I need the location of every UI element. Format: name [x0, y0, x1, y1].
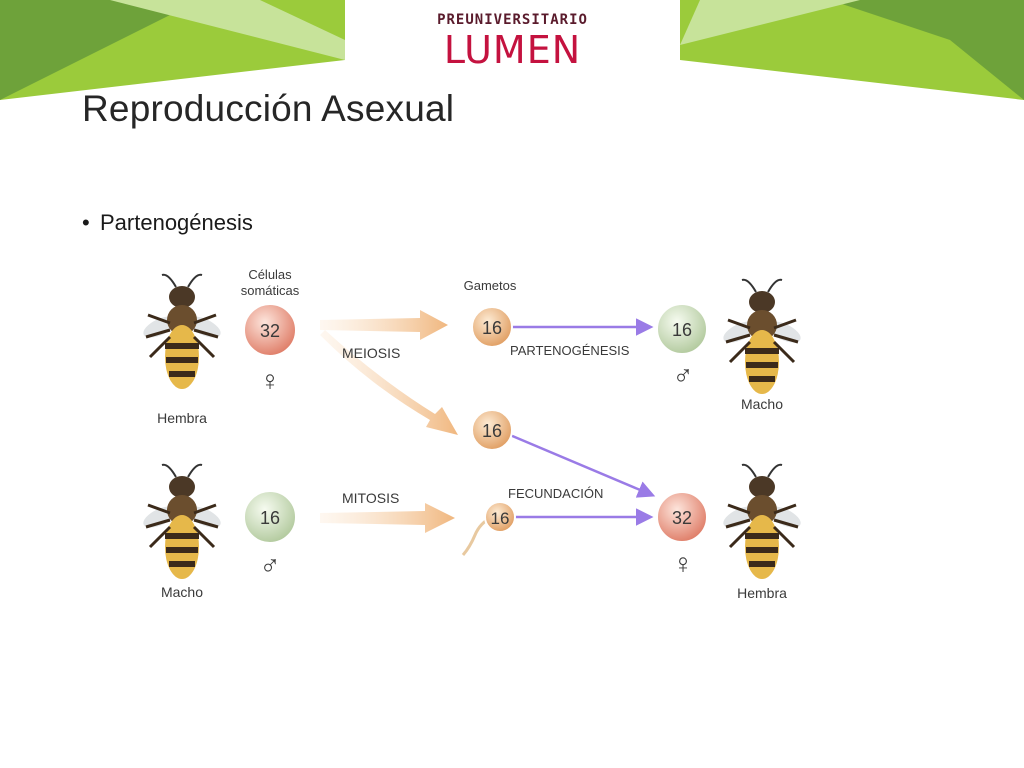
bullet-text: Partenogénesis	[100, 210, 253, 235]
mitosis-arrow	[320, 503, 455, 533]
male-parent-label: Macho	[161, 584, 203, 600]
cell-female-offspring: 32	[656, 491, 708, 543]
bullet-item: • Partenogénesis	[82, 210, 253, 236]
meiosis-arrow-top	[320, 310, 448, 340]
cell-gamete-mid: 16	[471, 409, 513, 451]
male-offspring-symbol-icon: ♂	[673, 360, 694, 391]
lumen-logo: PREUNIVERSITARIO LUMEN	[345, 0, 680, 80]
logo-title: LUMEN	[443, 28, 582, 72]
meiosis-label: MEIOSIS	[342, 345, 400, 361]
bullet-dot: •	[82, 210, 90, 235]
meiosis-arrow-curve	[320, 330, 458, 435]
svg-text:16: 16	[672, 320, 692, 340]
somatic-cells-label-2: somáticas	[241, 283, 300, 298]
svg-text:16: 16	[482, 318, 502, 338]
cell-male-offspring: 16	[656, 303, 708, 355]
male-offspring-label: Macho	[741, 396, 783, 412]
cell-gamete-top: 16	[471, 306, 513, 348]
bee-male-parent-icon	[138, 463, 226, 581]
somatic-cells-label-1: Células	[248, 267, 292, 282]
mitosis-label: MITOSIS	[342, 490, 399, 506]
gametes-label: Gametos	[464, 278, 517, 293]
header-band	[0, 0, 1024, 100]
bee-female-parent-icon	[138, 273, 226, 391]
slide-title: Reproducción Asexual	[82, 88, 455, 129]
svg-text:32: 32	[260, 321, 280, 341]
svg-text:16: 16	[260, 508, 280, 528]
svg-text:16: 16	[491, 509, 510, 528]
male-symbol-icon: ♂	[260, 550, 281, 581]
cell-female-somatic: 32	[243, 303, 297, 357]
logo-subtitle: PREUNIVERSITARIO	[437, 12, 588, 28]
cell-sperm: 16	[484, 501, 516, 533]
fertilization-label: FECUNDACIÓN	[508, 486, 603, 501]
svg-text:32: 32	[672, 508, 692, 528]
fertilization-arrow-diagonal	[509, 433, 656, 498]
svg-text:16: 16	[482, 421, 502, 441]
bee-female-offspring-icon	[718, 463, 806, 581]
parthenogenesis-diagram: 32 16 16 16 16 16 32 ♀ ♂ ♂ ♀ Células som…	[138, 267, 806, 601]
female-offspring-label: Hembra	[737, 585, 787, 601]
cell-male-somatic: 16	[243, 490, 297, 544]
bee-male-offspring-icon	[718, 278, 806, 396]
female-parent-label: Hembra	[157, 410, 207, 426]
parthenogenesis-label: PARTENOGÉNESIS	[510, 343, 630, 358]
female-symbol-icon: ♀	[260, 365, 281, 396]
female-offspring-symbol-icon: ♀	[673, 548, 694, 579]
